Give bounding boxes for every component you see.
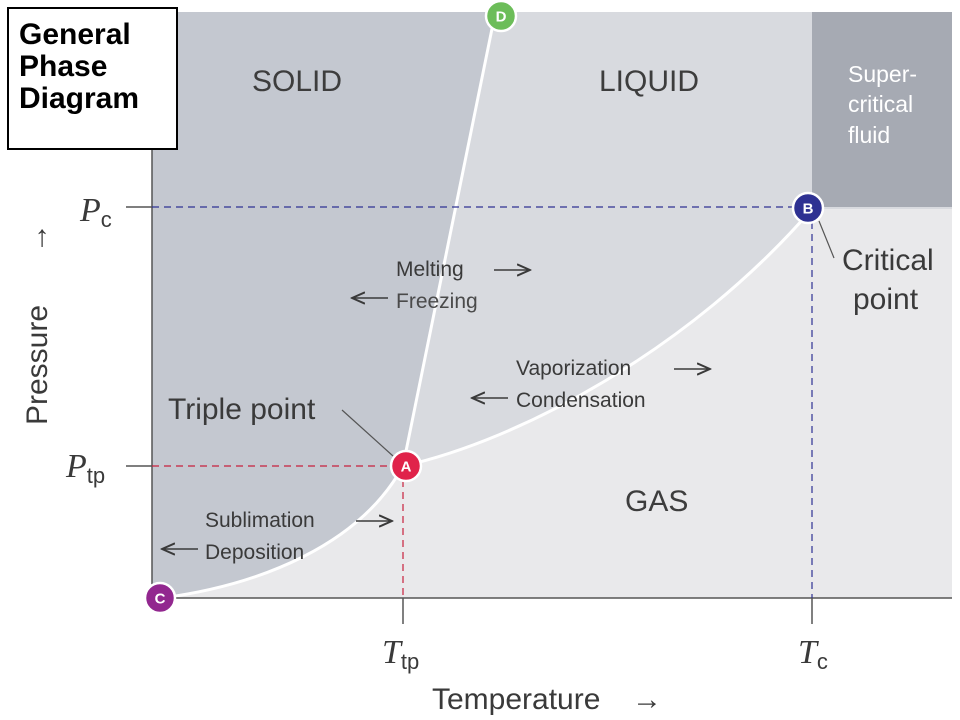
title-line-2: Phase [19, 50, 108, 83]
point-c-letter: C [155, 591, 166, 608]
solid-region [152, 12, 495, 598]
sublimation-label: Sublimation [205, 509, 315, 532]
point-c-marker: C [143, 581, 177, 615]
critical-point-leader [818, 220, 835, 259]
liquid-label: LIQUID [599, 65, 699, 98]
deposition-label: Deposition [205, 541, 304, 564]
supercritical-label-line3: fluid [848, 122, 890, 148]
melting-curve [401, 13, 497, 467]
x-tick-tc: Tc [798, 634, 828, 674]
x-tick-ttp: Ttp [382, 634, 419, 674]
gas-region [162, 209, 952, 598]
vaporization-label: Vaporization [516, 357, 631, 380]
freezing-label: Freezing [396, 290, 478, 313]
critical-point-label-line1: Critical [842, 244, 934, 277]
title-line-1: General [19, 18, 131, 51]
supercritical-region [812, 12, 952, 207]
y-tick-pc: Pc [79, 192, 112, 232]
point-b-letter: B [803, 201, 814, 218]
y-tick-ptp: Ptp [65, 448, 105, 488]
solid-label: SOLID [252, 65, 342, 98]
melting-label: Melting [396, 258, 464, 281]
y-axis-title: Pressure [21, 305, 54, 425]
title-box: General Phase Diagram [7, 7, 178, 150]
triple-point-marker: A [389, 449, 423, 483]
point-d-letter: D [496, 9, 507, 26]
critical-point-label-line2: point [853, 283, 919, 316]
supercritical-label-line1: Super- [848, 61, 917, 87]
supercritical-label-line2: critical [848, 91, 913, 117]
title-line-3: Diagram [19, 82, 140, 115]
x-axis-arrow: → [632, 683, 662, 716]
sublimation-curve [161, 465, 405, 600]
condensation-label: Condensation [516, 389, 646, 412]
critical-point-marker: B [791, 191, 825, 225]
point-d-marker: D [484, 0, 518, 33]
x-axis-title: Temperature [432, 683, 600, 716]
point-a-letter: A [401, 459, 412, 476]
triple-point-leader [341, 409, 394, 457]
vaporization-curve [402, 208, 814, 468]
triple-point-label: Triple point [168, 393, 316, 426]
y-axis-arrow: → [21, 223, 54, 253]
gas-label: GAS [625, 485, 688, 518]
